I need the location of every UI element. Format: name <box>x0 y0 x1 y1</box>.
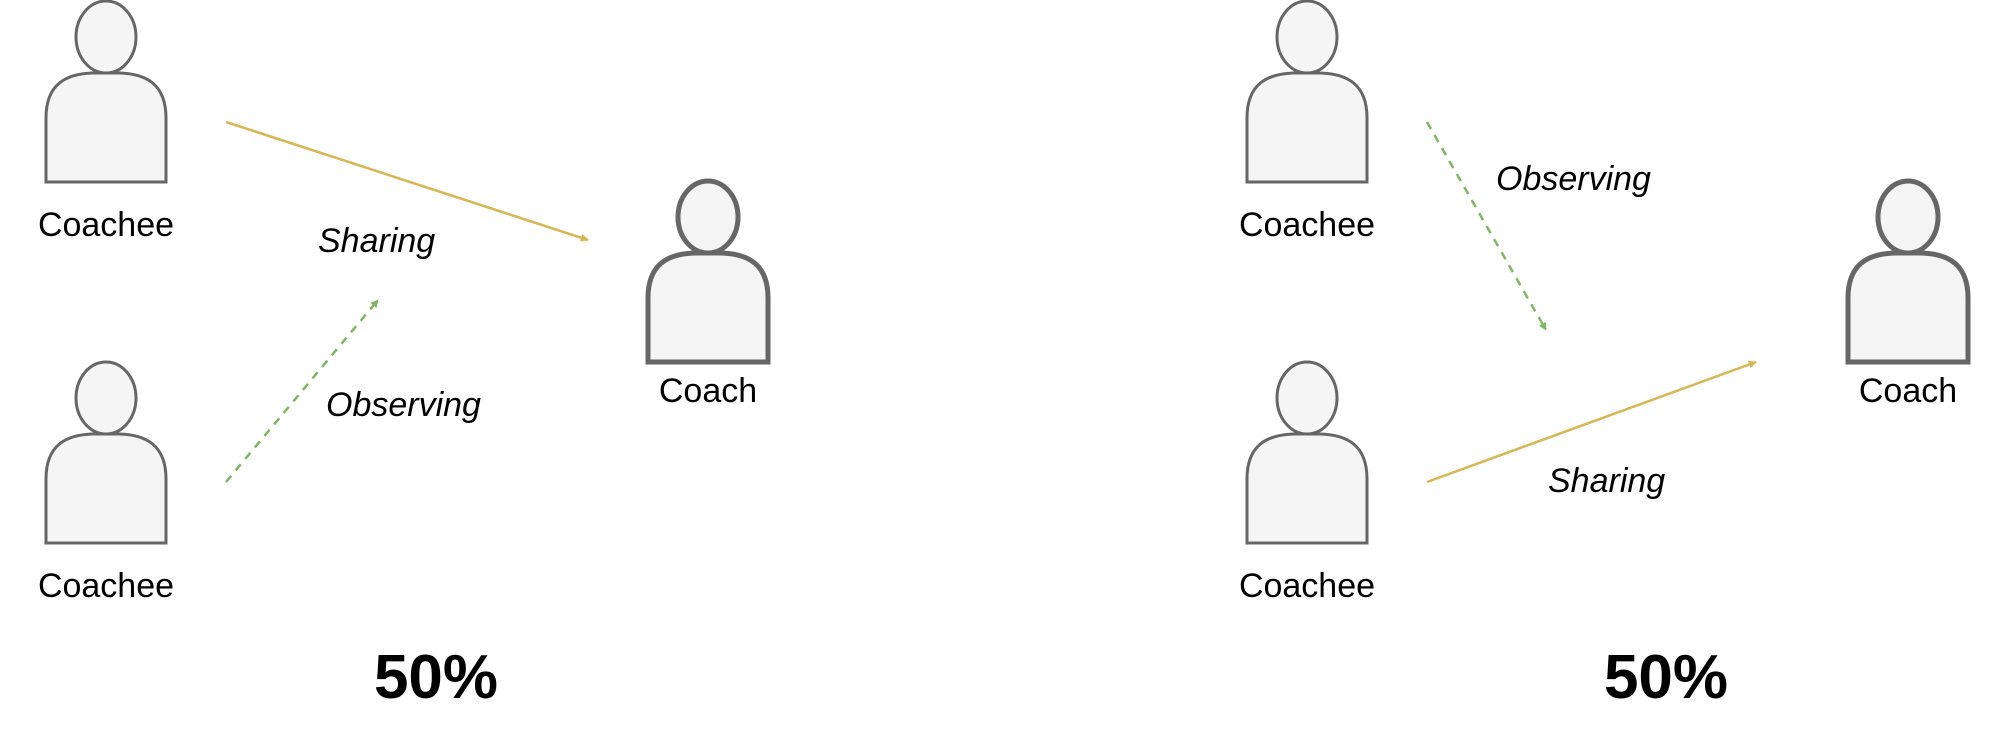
coach-right-person-icon <box>1845 178 1971 365</box>
percentage-right: 50% <box>1604 643 1728 712</box>
coachee-top-left-person-icon <box>44 0 168 184</box>
coachee-top-right-label: Coachee <box>1239 206 1375 244</box>
right-panel: Coachee Coachee Coach Observing Sharing … <box>1239 0 1971 712</box>
coach-left-person-icon <box>645 178 771 365</box>
observing-label-left: Observing <box>326 386 481 424</box>
observing-arrow-left <box>225 299 379 483</box>
observing-label-right: Observing <box>1496 160 1651 198</box>
percentage-left: 50% <box>374 643 498 712</box>
coachee-bottom-right-person-icon <box>1245 360 1369 545</box>
sharing-arrow-right <box>1426 360 1757 484</box>
coachee-bottom-left-person-icon <box>44 360 168 545</box>
sharing-label-left: Sharing <box>318 222 435 260</box>
sharing-arrow-left <box>225 120 589 242</box>
coach-right-label: Coach <box>1859 372 1957 410</box>
coachee-bottom-right-label: Coachee <box>1239 567 1375 605</box>
observing-arrow-right <box>1425 121 1548 331</box>
sharing-label-right: Sharing <box>1548 462 1665 500</box>
coach-left-label: Coach <box>659 372 757 410</box>
coachee-top-right-person-icon <box>1245 0 1369 184</box>
coachee-top-left-label: Coachee <box>38 206 174 244</box>
coachee-bottom-left-label: Coachee <box>38 567 174 605</box>
left-panel: Coachee Coachee Coach Sharing Observing … <box>38 0 771 712</box>
